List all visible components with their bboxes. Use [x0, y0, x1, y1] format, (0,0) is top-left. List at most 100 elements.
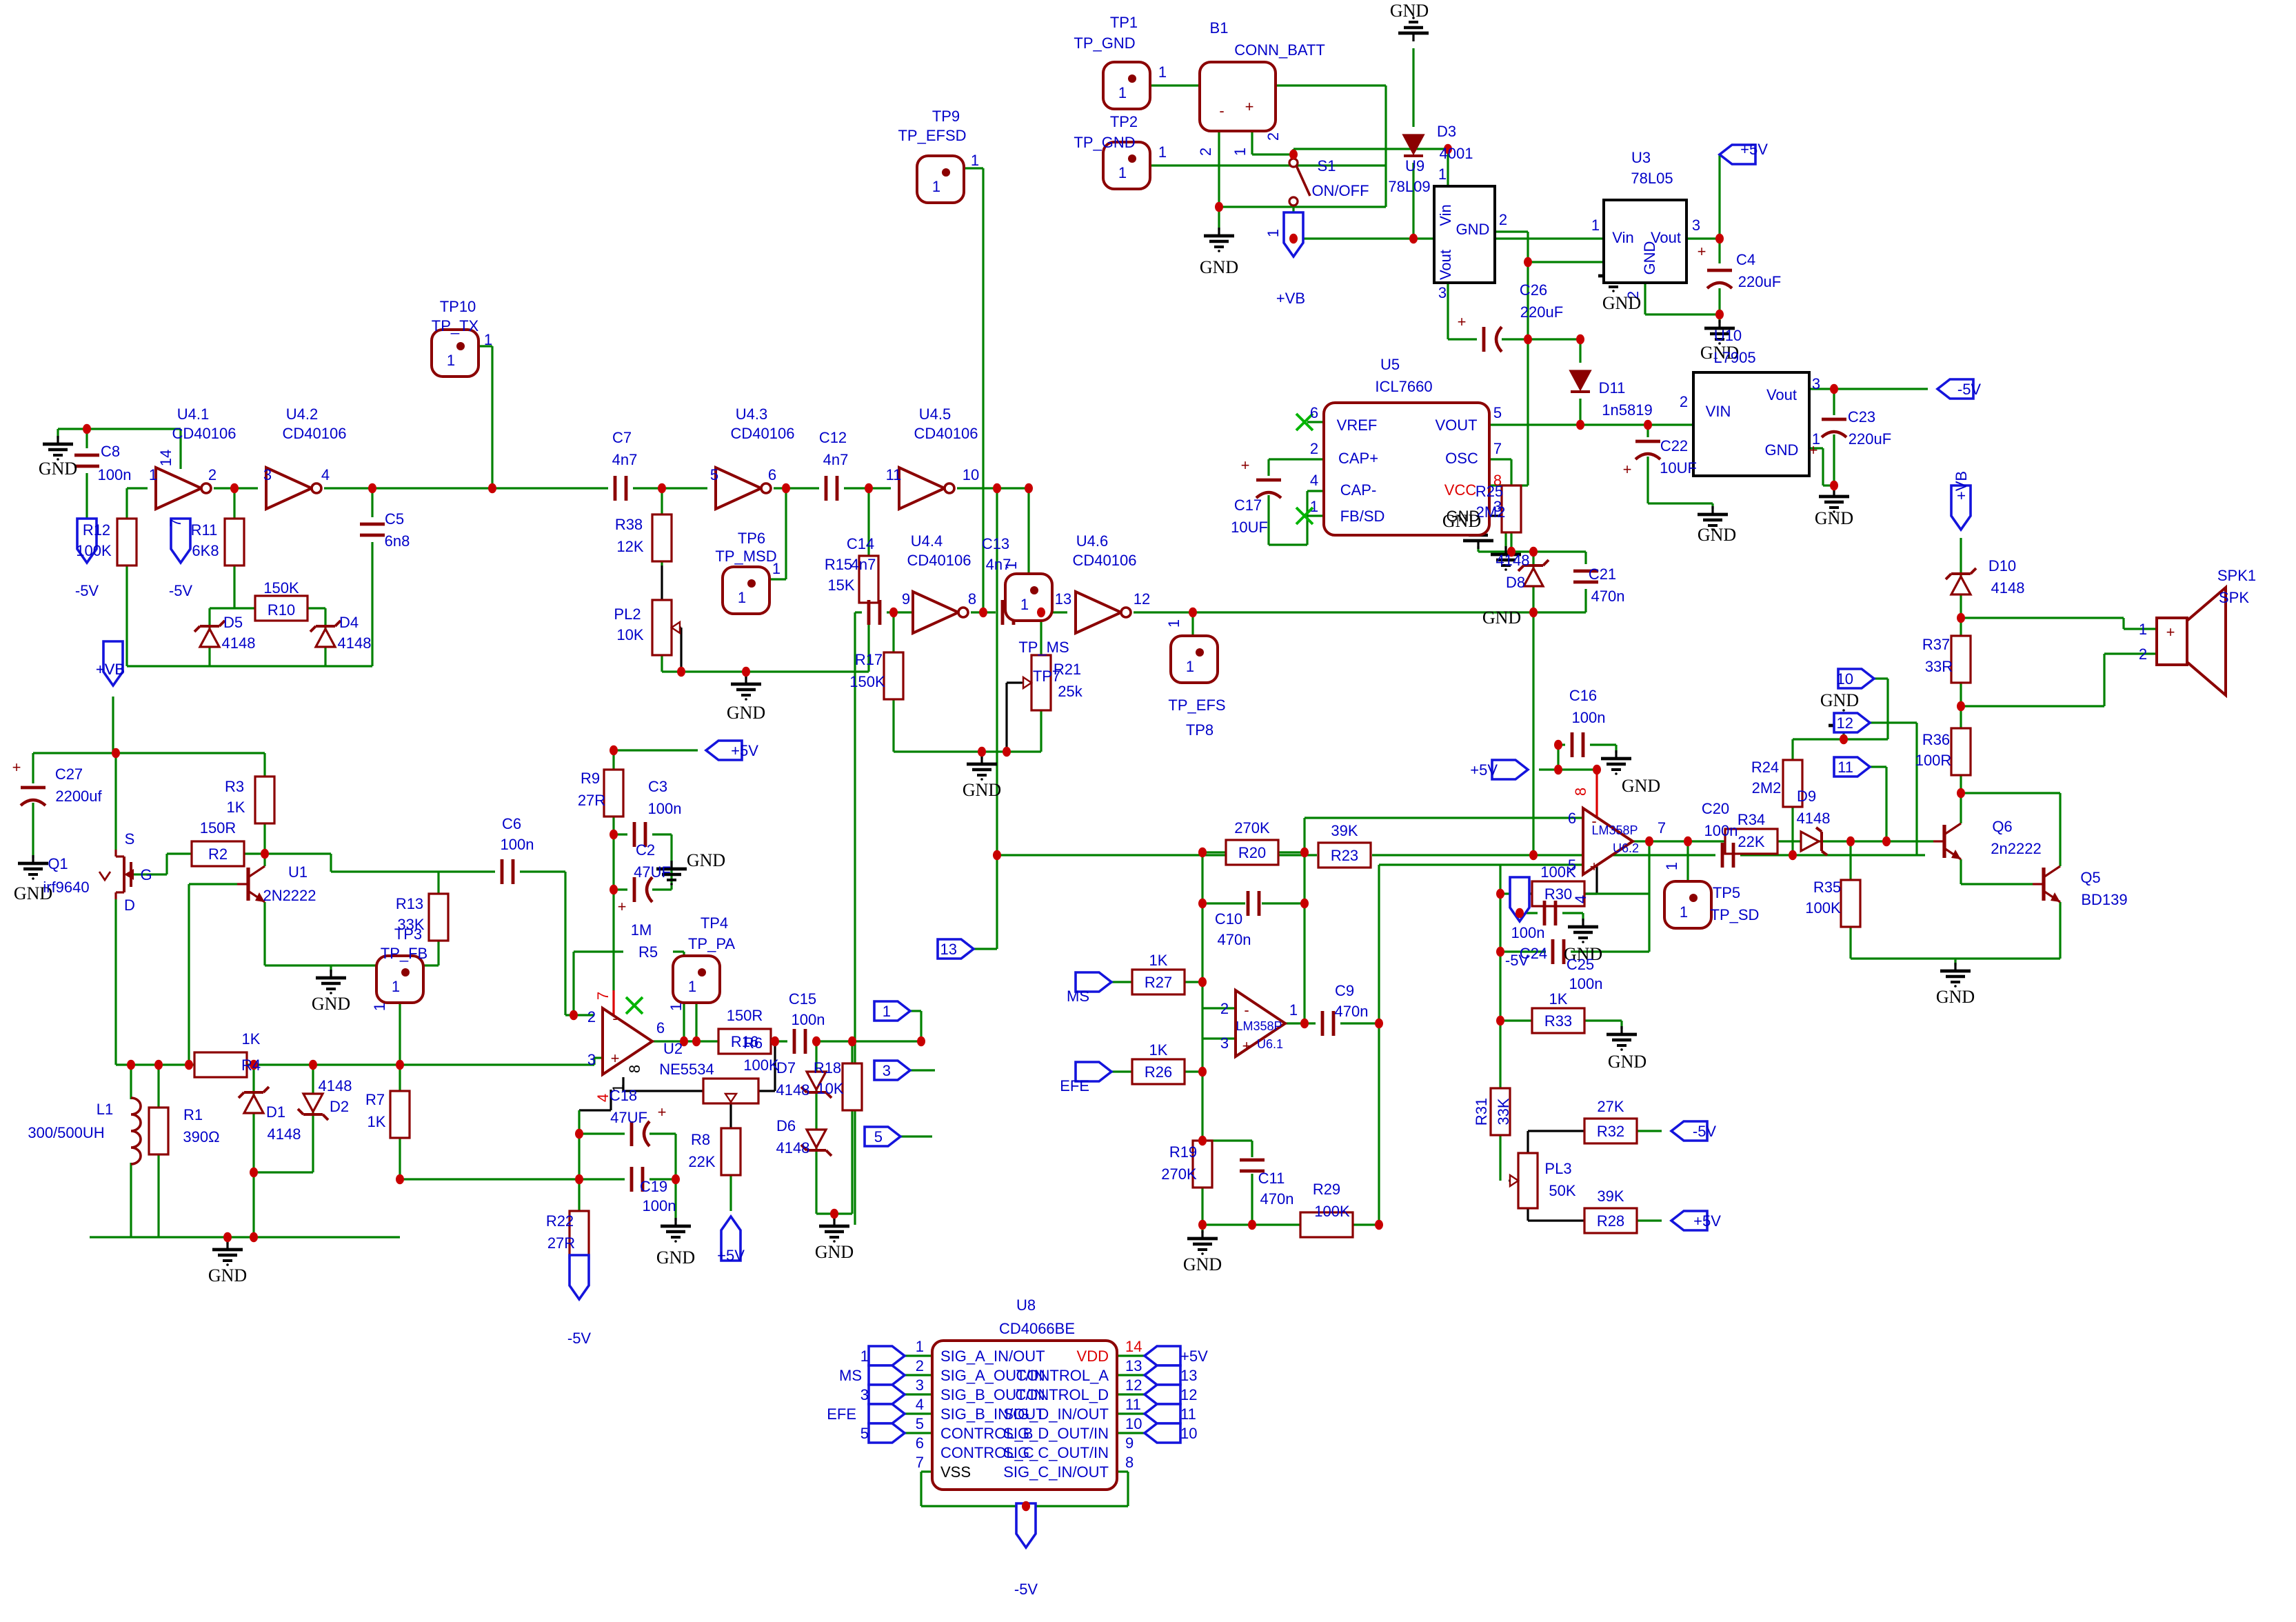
ic-B1[interactable]: [1198, 61, 1277, 132]
net-flag-10[interactable]: [1142, 1422, 1182, 1444]
capacitor-polar-C2[interactable]: [632, 876, 654, 903]
ic-U5[interactable]: [1322, 401, 1491, 537]
capacitor-C25[interactable]: [1551, 939, 1566, 964]
diode-D5[interactable]: [193, 619, 226, 648]
capacitor-C21[interactable]: [1573, 569, 1598, 584]
diode-D9[interactable]: [1800, 826, 1829, 857]
resistor-R17[interactable]: [883, 651, 905, 701]
inverter-U4.2[interactable]: [265, 465, 323, 512]
opamp-U6.1[interactable]: [1234, 988, 1288, 1059]
capacitor-C5[interactable]: [360, 522, 385, 537]
ic-U3[interactable]: [1602, 199, 1688, 284]
capacitor-C12[interactable]: [824, 476, 839, 501]
resistor-R2[interactable]: [190, 840, 245, 868]
capacitor-C14[interactable]: [867, 600, 882, 625]
net-flag-EFE[interactable]: [867, 1403, 907, 1425]
ic-U10[interactable]: [1692, 371, 1811, 477]
resistor-R31[interactable]: [1489, 1087, 1511, 1137]
resistor-R16[interactable]: [717, 1028, 772, 1055]
resistor-R28[interactable]: [1583, 1207, 1638, 1234]
resistor-R15[interactable]: [858, 554, 880, 604]
resistor-R19[interactable]: [1191, 1139, 1214, 1189]
resistor-R25[interactable]: [1500, 484, 1522, 534]
opamp-U6.2[interactable]: [1582, 805, 1635, 877]
transistor-Q5[interactable]: [2033, 865, 2061, 903]
inductor-L1[interactable]: [130, 1097, 142, 1165]
ic-U8[interactable]: [931, 1339, 1118, 1491]
testpoints[interactable]: [375, 61, 1713, 1004]
net-flag-13[interactable]: [936, 938, 976, 960]
resistor-R26[interactable]: [1131, 1058, 1186, 1085]
resistor-R29[interactable]: [1299, 1211, 1354, 1239]
capacitor-C15[interactable]: [792, 1029, 807, 1054]
potentiometer-R6[interactable]: [702, 1077, 760, 1105]
net-flag-5[interactable]: [863, 1125, 903, 1148]
net-flag-EFE[interactable]: [1074, 1061, 1114, 1083]
resistor-R13[interactable]: [427, 892, 450, 942]
net-flag-1[interactable]: [867, 1345, 907, 1367]
diode-D6[interactable]: [800, 1128, 833, 1157]
diode-D4[interactable]: [309, 619, 342, 648]
diode-D3[interactable]: [1402, 134, 1425, 157]
capacitor-C9[interactable]: [1320, 1011, 1336, 1036]
testpoint-TP4[interactable]: [672, 954, 721, 1004]
ic-U9[interactable]: [1433, 185, 1496, 284]
resistor-R10[interactable]: [254, 594, 309, 622]
resistors[interactable]: [116, 484, 1972, 1259]
resistor-R23[interactable]: [1317, 841, 1372, 869]
net-flag-11[interactable]: [1142, 1403, 1182, 1425]
net-flag-13[interactable]: [1142, 1364, 1182, 1386]
testpoint-TP9[interactable]: [916, 154, 965, 204]
opamp-U2[interactable]: [601, 1005, 655, 1077]
capacitor-polar-C18[interactable]: [630, 1120, 651, 1148]
net-flag-+5V[interactable]: [1142, 1345, 1182, 1367]
net-flag--5V[interactable]: [170, 517, 192, 565]
potentiometer-PL3[interactable]: [1509, 1152, 1539, 1210]
resistor-R38[interactable]: [651, 513, 673, 563]
capacitor-polar-C27[interactable]: [19, 785, 47, 807]
net-flag-5[interactable]: [867, 1422, 907, 1444]
potentiometer-R21[interactable]: [1022, 654, 1052, 712]
inverter-U4.1[interactable]: [154, 465, 212, 512]
capacitor-C16[interactable]: [1570, 732, 1585, 757]
resistor-R8[interactable]: [720, 1127, 742, 1177]
resistor-R3[interactable]: [254, 775, 276, 825]
net-flag-MS[interactable]: [1074, 971, 1114, 993]
potentiometer-PL2[interactable]: [651, 599, 681, 657]
net-flag--5V[interactable]: [1935, 378, 1975, 400]
resistor-R35[interactable]: [1840, 879, 1862, 928]
resistor-R4[interactable]: [193, 1051, 248, 1079]
testpoint-TP2[interactable]: [1102, 141, 1151, 190]
capacitor-polar-C22[interactable]: [1634, 439, 1662, 461]
resistor-R27[interactable]: [1131, 968, 1186, 996]
opamps[interactable]: [601, 805, 1635, 1077]
net-flag-12[interactable]: [1833, 712, 1872, 734]
testpoint-TP8[interactable]: [1169, 634, 1219, 684]
resistor-R24[interactable]: [1782, 759, 1804, 808]
capacitor-C3[interactable]: [632, 822, 647, 847]
capacitors[interactable]: [19, 268, 1848, 1192]
testpoint-TP1[interactable]: [1102, 61, 1151, 110]
net-flag-+5V[interactable]: [1669, 1210, 1709, 1232]
net-flag-+VB[interactable]: [1950, 484, 1972, 532]
testpoint-TP3[interactable]: [375, 954, 425, 1004]
diode-D11[interactable]: [1569, 370, 1592, 393]
capacitor-C11[interactable]: [1240, 1158, 1265, 1173]
diodes[interactable]: [193, 134, 1977, 1157]
inverter-U4.3[interactable]: [714, 465, 772, 512]
resistor-R33[interactable]: [1531, 1007, 1586, 1034]
logic-inverters[interactable]: [154, 465, 1132, 636]
inverter-U4.6[interactable]: [1074, 589, 1132, 636]
net-flag-11[interactable]: [1833, 756, 1872, 778]
testpoint-TP10[interactable]: [430, 328, 480, 378]
resistor-R37[interactable]: [1950, 634, 1972, 684]
capacitor-polar-C23[interactable]: [1820, 417, 1848, 439]
net-flag-+5V[interactable]: [1491, 759, 1530, 781]
resistor-R12[interactable]: [116, 517, 138, 567]
testpoint-TP5[interactable]: [1663, 880, 1713, 930]
ic-boxes[interactable]: [931, 61, 1811, 1491]
diode-D8[interactable]: [1517, 559, 1550, 588]
transistors[interactable]: [98, 822, 2061, 903]
diode-D10[interactable]: [1944, 567, 1977, 596]
resistor-R9[interactable]: [603, 768, 625, 818]
